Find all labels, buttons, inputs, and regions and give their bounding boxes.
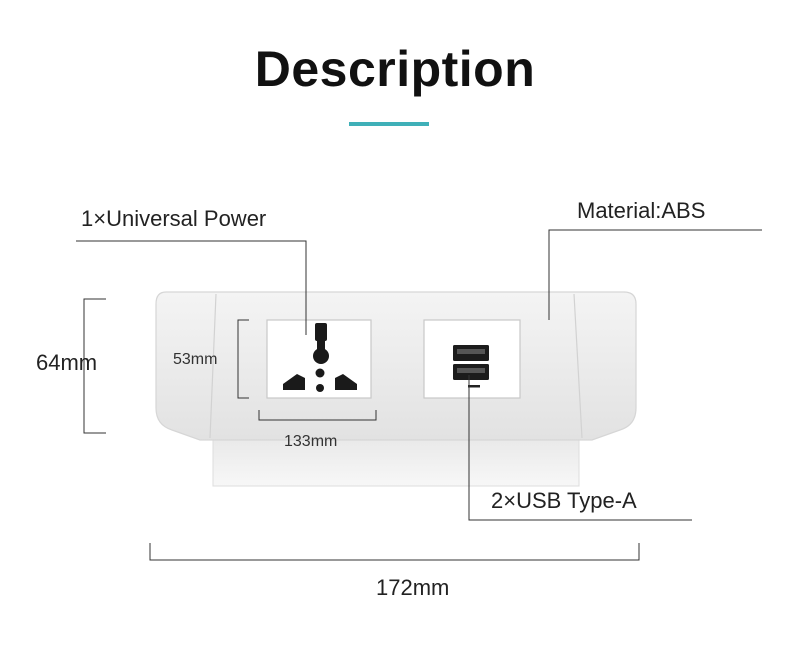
- end-cap-left: [209, 293, 217, 439]
- label-total-width: 172mm: [376, 575, 450, 600]
- dim-height-total: [83, 298, 106, 434]
- dimension-lines: [83, 298, 640, 561]
- label-material: Material:ABS: [577, 198, 706, 223]
- end-cap-right: [573, 293, 583, 439]
- lower-housing: [212, 437, 580, 487]
- label-universal-power: 1×Universal Power: [81, 206, 267, 231]
- callout-usb: [468, 375, 692, 521]
- callout-universal-power: [76, 240, 307, 335]
- faceplate: [155, 291, 637, 441]
- page-title: Description: [254, 41, 536, 97]
- label-socket-height: 53mm: [173, 351, 218, 368]
- universal-socket-icon: [283, 323, 357, 392]
- usb-port-icon: [453, 345, 489, 388]
- dim-socket-height: [237, 319, 249, 399]
- label-usb: 2×USB Type-A: [491, 488, 637, 513]
- title-underline: [349, 122, 429, 126]
- label-socket-width: 133mm: [284, 433, 338, 450]
- callout-lines: [76, 229, 762, 521]
- dim-socket-width: [258, 410, 377, 421]
- label-height-total: 64mm: [36, 350, 98, 375]
- callout-material: [548, 229, 762, 320]
- dim-total-width: [149, 543, 640, 561]
